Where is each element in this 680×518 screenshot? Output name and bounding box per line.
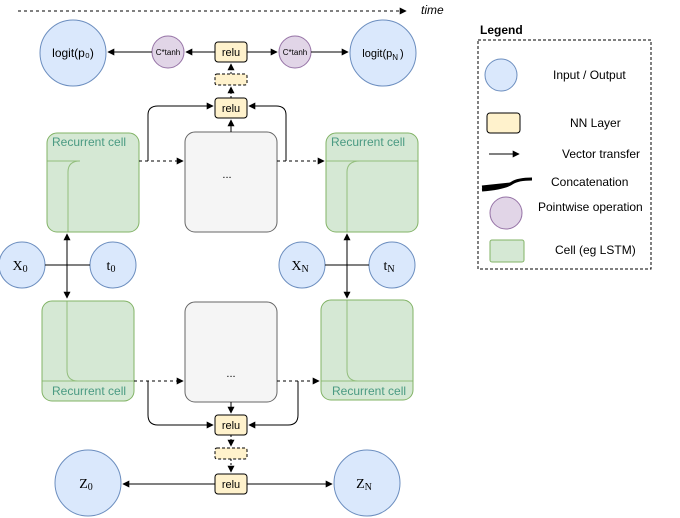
concat-curve-bottom-right <box>248 381 299 429</box>
legend-title: Legend <box>480 23 523 37</box>
x0-label: X0 <box>12 259 27 275</box>
legend-cell-icon <box>489 239 525 263</box>
dropout-layer-top <box>214 73 248 86</box>
ellipsis-bottom: ... <box>226 368 235 380</box>
dropout-layer-bottom <box>214 447 248 460</box>
recurrent-cell-bottom-right <box>320 299 414 401</box>
logit-p0-node <box>39 19 107 87</box>
legend-label-cell: Cell (eg LSTM) <box>555 243 636 257</box>
logit-pn-label: logit(pN) <box>362 48 403 62</box>
cell-label-top-left: Recurrent cell <box>52 135 126 149</box>
recurrent-cell-top-left <box>46 132 140 233</box>
legend-label-input-output: Input / Output <box>553 68 626 82</box>
legend-label-concatenation: Concatenation <box>551 175 628 189</box>
legend-label-nn-layer: NN Layer <box>570 116 621 130</box>
ctanh-right-label: C*tanh <box>283 48 307 57</box>
t0-label: t0 <box>107 259 116 275</box>
legend-label-pointwise: Pointwise operation <box>538 200 643 214</box>
cell-inner-line-top-right <box>326 160 418 232</box>
z0-label: Z0 <box>79 477 93 493</box>
concat-curve-top-left <box>147 102 214 161</box>
legend-concatenation-icon <box>481 177 533 192</box>
recurrent-cell-bottom-left <box>41 300 135 402</box>
legend-circle-icon <box>484 58 518 92</box>
cell-inner-line-top-left <box>47 160 81 232</box>
z0-node <box>54 449 122 517</box>
relu-upper-label: relu <box>222 103 240 115</box>
relu-lower-label: relu <box>222 420 240 432</box>
recurrent-cell-top-right <box>325 132 419 233</box>
cell-label-bottom-right: Recurrent cell <box>332 384 406 398</box>
concat-curve-top-right <box>248 102 287 161</box>
cell-inner-line-bottom-right <box>321 300 413 382</box>
hidden-cells-top <box>184 131 278 233</box>
time-label: time <box>421 3 444 17</box>
relu-bottom-label: relu <box>222 479 240 491</box>
tn-label: tN <box>383 259 394 275</box>
ctanh-left-label: C*tanh <box>156 48 180 57</box>
zn-node <box>333 449 401 517</box>
legend-label-vector-transfer: Vector transfer <box>562 147 640 161</box>
xn-label: XN <box>291 259 308 275</box>
hidden-cells-bottom <box>184 301 278 403</box>
concat-curve-bottom-left <box>147 381 214 429</box>
cell-label-bottom-left: Recurrent cell <box>52 384 126 398</box>
legend-nn-layer-icon <box>486 112 521 134</box>
cell-inner-line-bottom-left <box>42 301 134 382</box>
relu-top-label: relu <box>222 47 240 59</box>
zn-label: ZN <box>356 477 372 493</box>
logit-pn-node <box>349 19 417 87</box>
legend-pointwise-icon <box>489 196 523 230</box>
cell-label-top-right: Recurrent cell <box>331 135 405 149</box>
logit-p0-label: logit(p₀) <box>52 46 94 60</box>
ellipsis-top: ... <box>222 169 231 181</box>
